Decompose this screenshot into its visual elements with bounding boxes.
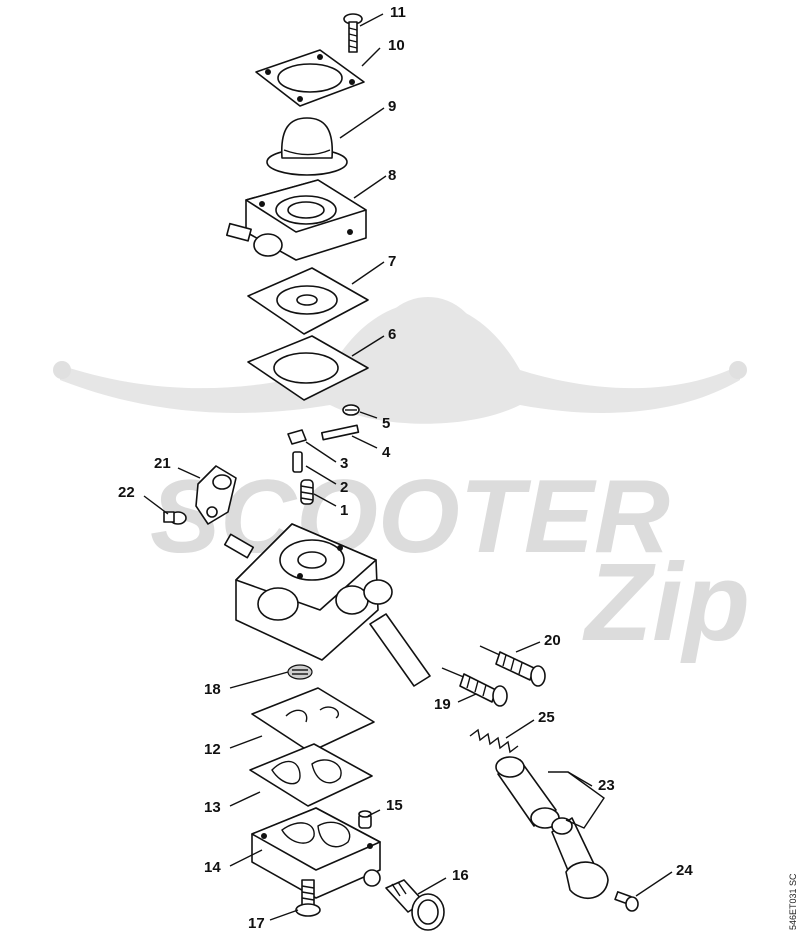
gasket-6 xyxy=(247,335,369,401)
watermark-logo: SCOOTER Zip xyxy=(53,297,750,664)
label-4: 4 xyxy=(382,444,391,461)
label-15: 15 xyxy=(386,797,403,814)
end-cover-14 xyxy=(251,807,381,899)
pump-housing-8 xyxy=(225,179,367,261)
screw-11 xyxy=(343,13,363,53)
label-7: 7 xyxy=(388,253,396,270)
label-20: 20 xyxy=(544,632,561,649)
label-18: 18 xyxy=(204,681,221,698)
label-1: 1 xyxy=(340,502,348,519)
spring-25 xyxy=(469,728,519,754)
label-19: 19 xyxy=(434,696,451,713)
drawing-reference: 546ET031 SC xyxy=(788,873,798,930)
screw-17 xyxy=(295,879,321,917)
label-2: 2 xyxy=(340,479,348,496)
label-12: 12 xyxy=(204,741,221,758)
screw-5 xyxy=(342,404,360,416)
watermark-brand-suffix: Zip xyxy=(582,541,750,664)
part-labels: 11 10 9 8 7 6 5 4 3 2 1 21 22 20 19 25 2… xyxy=(118,4,693,932)
bracket-21 xyxy=(195,465,237,525)
diaphragm-12 xyxy=(251,687,375,753)
idle-screw-16 xyxy=(385,879,445,931)
label-22: 22 xyxy=(118,484,135,501)
adjust-screw-19 xyxy=(441,667,508,707)
label-16: 16 xyxy=(452,867,469,884)
label-9: 9 xyxy=(388,98,396,115)
label-21: 21 xyxy=(154,455,171,472)
label-25: 25 xyxy=(538,709,555,726)
spring-1 xyxy=(300,479,314,505)
pin-4 xyxy=(320,424,360,441)
screw-24 xyxy=(614,891,639,912)
cover-plate-10 xyxy=(255,49,365,107)
label-24: 24 xyxy=(676,862,693,879)
inlet-lever-3 xyxy=(287,429,307,445)
plug-15 xyxy=(358,810,372,829)
filter-screen-18 xyxy=(287,664,313,680)
diaphragm-7 xyxy=(247,267,369,335)
label-5: 5 xyxy=(382,415,390,432)
adjust-screw-20 xyxy=(479,645,546,687)
label-3: 3 xyxy=(340,455,348,472)
inlet-needle-2 xyxy=(292,451,303,473)
primer-bulb-9 xyxy=(266,117,348,176)
label-8: 8 xyxy=(388,167,396,184)
choke-assembly-23 xyxy=(495,756,609,900)
label-11: 11 xyxy=(390,4,406,21)
carburetor-body xyxy=(223,523,431,687)
label-13: 13 xyxy=(204,799,221,816)
screw-22 xyxy=(163,511,187,525)
label-14: 14 xyxy=(204,859,221,876)
label-17: 17 xyxy=(248,915,265,932)
label-6: 6 xyxy=(388,326,396,343)
leader-lines xyxy=(143,13,673,921)
label-10: 10 xyxy=(388,37,405,54)
label-23: 23 xyxy=(598,777,615,794)
gasket-13 xyxy=(249,743,373,807)
